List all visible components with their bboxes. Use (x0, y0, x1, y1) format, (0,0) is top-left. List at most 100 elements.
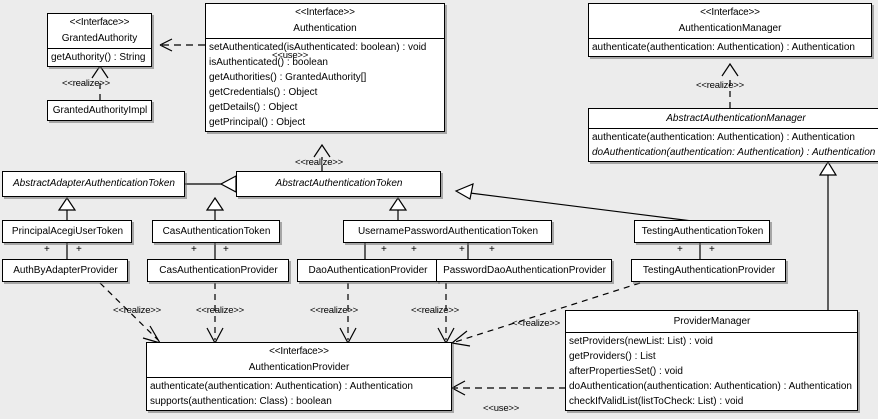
class-name: CasAuthenticationToken (162, 226, 271, 237)
compartment-divider (48, 48, 151, 49)
operations-compartment: getAuthority() : String (48, 49, 151, 66)
operations-compartment: authenticate(authentication: Authenticat… (589, 129, 878, 161)
operation-row: checkIfValidList(listToCheck: List) : vo… (569, 396, 744, 407)
class-header: AuthByAdapterProvider (3, 260, 127, 280)
class-authentication-provider[interactable]: <<Interface>> AuthenticationProvider aut… (146, 342, 452, 411)
class-name: AbstractAdapterAuthenticationToken (13, 178, 175, 189)
class-header: AbstractAuthenticationToken (237, 172, 440, 193)
class-header: ProviderManager (566, 311, 857, 332)
class-abstract-authentication-manager[interactable]: AbstractAuthenticationManager authentica… (588, 108, 878, 162)
operation-row: setAuthenticated(isAuthenticated: boolea… (209, 42, 427, 53)
class-cas-authentication-provider[interactable]: CasAuthenticationProvider (147, 259, 289, 282)
operation-row: afterPropertiesSet() : void (569, 366, 683, 377)
relationship-label-realize-abstract-authentication-token: <<realize>> (295, 157, 343, 168)
class-name: DaoAuthenticationProvider (308, 265, 428, 276)
operation-row: getPrincipal() : Object (209, 117, 306, 128)
class-header: <<Interface>> GrantedAuthority (48, 14, 151, 48)
class-granted-authority[interactable]: <<Interface>> GrantedAuthority getAuthor… (47, 13, 152, 67)
stereotype-label: <<Interface>> (69, 17, 130, 28)
class-authentication-manager[interactable]: <<Interface>> AuthenticationManager auth… (588, 3, 872, 57)
stereotype-label: <<Interface>> (700, 7, 760, 18)
class-cas-authentication-token[interactable]: CasAuthenticationToken (152, 220, 280, 243)
class-header: CasAuthenticationProvider (148, 260, 288, 280)
multiplicity-marker: + (489, 244, 495, 255)
class-header: TestingAuthenticationToken (635, 221, 769, 241)
class-header: PrincipalAcegiUserToken (3, 221, 131, 241)
class-name: ProviderManager (673, 316, 751, 327)
operation-row: getCredentials() : Object (209, 87, 318, 98)
stereotype-label: <<Interface>> (295, 7, 355, 18)
class-header: GrantedAuthorityImpl (48, 101, 151, 120)
class-name: TestingAuthenticationToken (641, 226, 764, 237)
compartment-divider (147, 377, 451, 378)
relationship-label-realize-auth-by-adapter: <<realize>> (113, 305, 161, 316)
operation-row: authenticate(authentication: Authenticat… (150, 381, 413, 392)
operation-row: supports(authentication: Class) : boolea… (150, 396, 332, 407)
class-username-password-authentication-token[interactable]: UsernamePasswordAuthenticationToken (343, 220, 552, 243)
class-name: GrantedAuthorityImpl (52, 105, 148, 116)
class-name: AbstractAuthenticationManager (666, 113, 806, 124)
class-header: CasAuthenticationToken (153, 221, 279, 241)
relationship-label-realize-testing-provider: <<realize>> (512, 318, 560, 329)
class-header: TestingAuthenticationProvider (632, 260, 785, 280)
operation-row: isAuthenticated() : boolean (209, 57, 328, 68)
operation-row: getProviders() : List (569, 351, 656, 362)
operation-row: setProviders(newList: List) : void (569, 336, 713, 347)
class-header: <<Interface>> Authentication (206, 4, 444, 38)
relationship-label-realize-password-dao-provider: <<realize>> (411, 305, 459, 316)
multiplicity-marker: + (459, 244, 465, 255)
relationship-label-use-granted-authority: <<use>> (272, 50, 309, 61)
class-abstract-adapter-authentication-token[interactable]: AbstractAdapterAuthenticationToken (2, 171, 185, 197)
class-header: DaoAuthenticationProvider (298, 260, 437, 280)
compartment-divider (566, 332, 857, 333)
class-password-dao-authentication-provider[interactable]: PasswordDaoAuthenticationProvider (436, 259, 612, 282)
relationship-label-realize-cas-provider: <<realize>> (196, 305, 244, 316)
class-name: GrantedAuthority (61, 33, 138, 44)
multiplicity-marker: + (709, 244, 715, 255)
class-auth-by-adapter-provider[interactable]: AuthByAdapterProvider (2, 259, 128, 282)
class-name: AuthenticationProvider (248, 362, 350, 373)
class-name: CasAuthenticationProvider (159, 265, 278, 276)
class-provider-manager[interactable]: ProviderManager setProviders(newList: Li… (565, 310, 858, 411)
class-granted-authority-impl[interactable]: GrantedAuthorityImpl (47, 100, 152, 121)
class-name: Authentication (293, 23, 357, 34)
operation-row: authenticate(authentication: Authenticat… (592, 42, 855, 53)
class-principal-acegi-user-token[interactable]: PrincipalAcegiUserToken (2, 220, 132, 243)
class-header: <<Interface>> AuthenticationProvider (147, 343, 451, 377)
multiplicity-marker: + (411, 244, 417, 255)
class-name: TestingAuthenticationProvider (642, 265, 776, 276)
compartment-divider (206, 38, 444, 39)
class-name: PrincipalAcegiUserToken (11, 226, 124, 237)
compartment-divider (589, 128, 878, 129)
operations-compartment: authenticate(authentication: Authenticat… (147, 378, 451, 410)
class-header: AbstractAdapterAuthenticationToken (3, 172, 184, 193)
class-header: PasswordDaoAuthenticationProvider (437, 260, 611, 280)
class-name: UsernamePasswordAuthenticationToken (357, 226, 539, 237)
compartment-divider (589, 38, 871, 39)
multiplicity-marker: + (223, 244, 229, 255)
relationship-label-realize-granted-authority-impl: <<realize>> (62, 78, 110, 89)
operation-row: doAuthentication(authentication: Authent… (592, 147, 876, 158)
relationship-label-realize-dao-provider: <<realize>> (310, 305, 358, 316)
class-name: PasswordDaoAuthenticationProvider (443, 265, 606, 276)
multiplicity-marker: + (191, 244, 197, 255)
multiplicity-marker: + (76, 244, 82, 255)
relationship-label-realize-abstract-authentication-manager: <<realize>> (696, 80, 744, 91)
relationship-label-use-provider-manager: <<use>> (483, 403, 520, 414)
class-name: AuthenticationManager (678, 23, 782, 34)
operations-compartment: authenticate(authentication: Authenticat… (589, 39, 871, 56)
class-abstract-authentication-token[interactable]: AbstractAuthenticationToken (236, 171, 441, 197)
multiplicity-marker: + (677, 244, 683, 255)
operation-row: authenticate(authentication: Authenticat… (592, 132, 855, 143)
operation-row: doAuthentication(authentication: Authent… (569, 381, 852, 392)
class-header: AbstractAuthenticationManager (589, 109, 878, 128)
class-name: AbstractAuthenticationToken (275, 178, 403, 189)
class-authentication[interactable]: <<Interface>> Authentication setAuthenti… (205, 3, 445, 132)
class-testing-authentication-token[interactable]: TestingAuthenticationToken (634, 220, 770, 243)
operations-compartment: setAuthenticated(isAuthenticated: boolea… (206, 39, 444, 131)
class-header: UsernamePasswordAuthenticationToken (344, 221, 551, 241)
operations-compartment: setProviders(newList: List) : void getPr… (566, 333, 857, 410)
class-testing-authentication-provider[interactable]: TestingAuthenticationProvider (631, 259, 786, 282)
class-dao-authentication-provider[interactable]: DaoAuthenticationProvider (297, 259, 438, 282)
operation-row: getAuthority() : String (51, 52, 146, 63)
